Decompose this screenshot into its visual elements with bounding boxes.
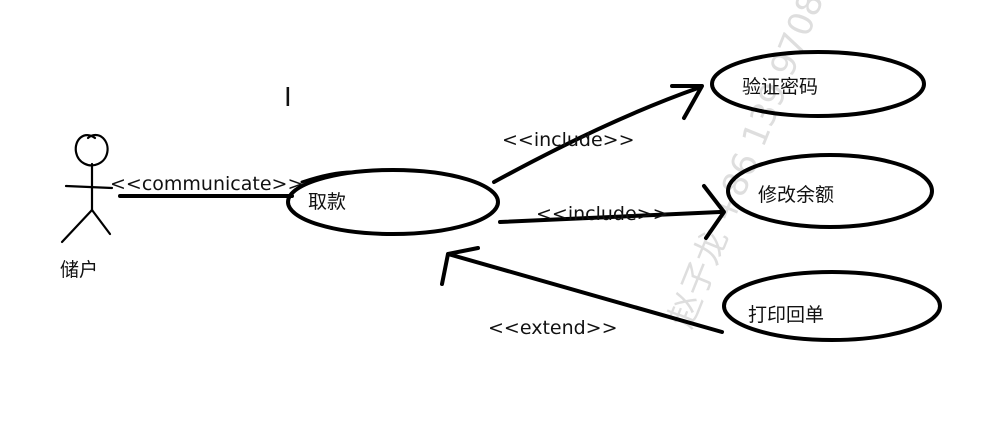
include-modify-label: <<include>> [536, 203, 669, 225]
extend-line [446, 252, 724, 334]
include-verify-label: <<include>> [502, 129, 635, 151]
actor-right-leg [90, 208, 112, 236]
actor-label: 储户 [60, 259, 98, 281]
extend-label: <<extend>> [488, 317, 618, 339]
use-case-print-receipt-label: 打印回单 [748, 304, 824, 326]
use-case-verify-password-label: 验证密码 [742, 76, 818, 98]
include-verify-line [492, 86, 700, 184]
include-modify-arrowhead [702, 184, 726, 240]
use-case-verify-password [710, 50, 926, 118]
actor-arms [64, 184, 114, 190]
text-cursor-icon: I [284, 83, 292, 113]
use-case-print-receipt [722, 270, 942, 342]
actor-head [74, 133, 109, 167]
include-verify-arrowhead [670, 84, 704, 120]
communicate-label: <<communicate>> [110, 173, 303, 195]
use-case-modify-balance-label: 修改余额 [758, 184, 834, 206]
use-case-withdraw [286, 168, 500, 236]
use-case-withdraw-label: 取款 [308, 191, 346, 213]
actor-left-leg [60, 208, 94, 244]
include-modify-line [498, 210, 722, 224]
use-case-modify-balance [726, 153, 934, 229]
extend-arrowhead [440, 246, 480, 286]
actor-figure [60, 133, 114, 244]
